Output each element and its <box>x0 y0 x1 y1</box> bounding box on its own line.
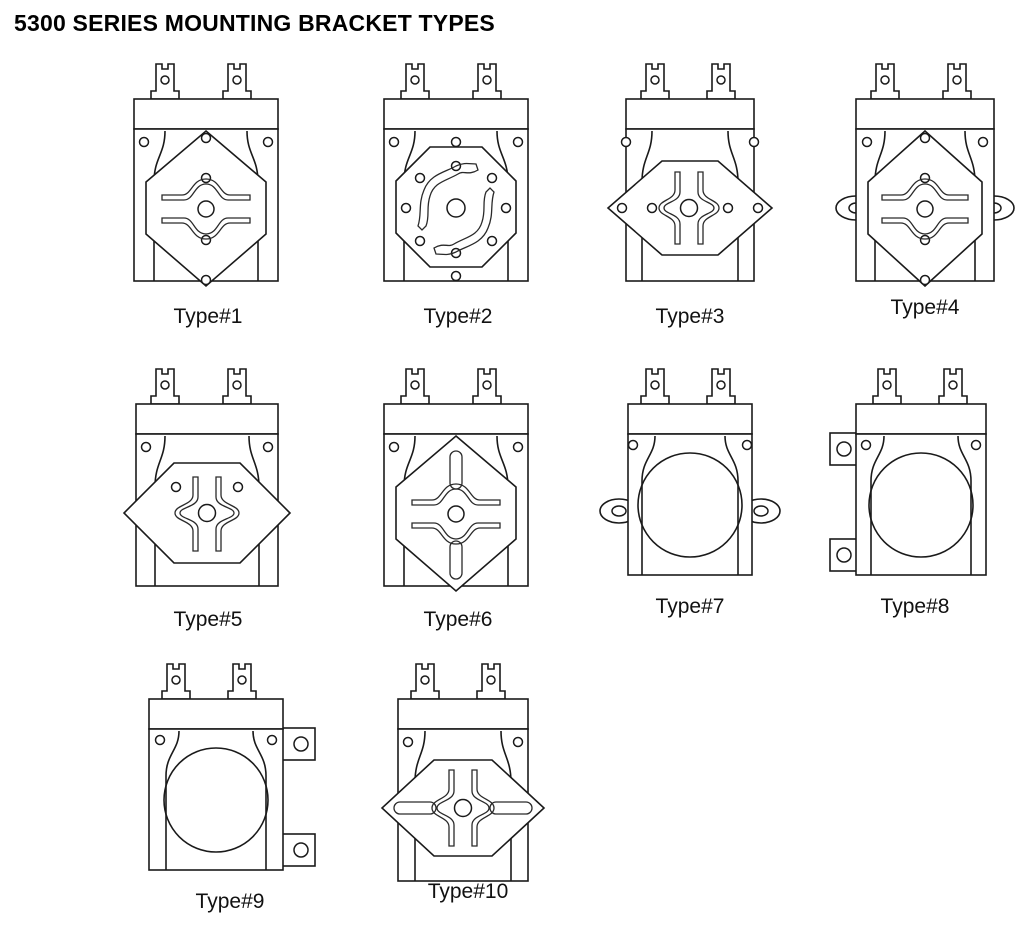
terminals-type-3 <box>640 63 736 100</box>
caption-type-5: Type#5 <box>173 608 243 631</box>
vertical-wavy-slots-type-5 <box>174 476 240 552</box>
caption-type-8: Type#8 <box>880 595 950 618</box>
body-contour-left-type-9 <box>165 730 180 870</box>
cap-band-type-4 <box>855 98 995 130</box>
caption-type-4: Type#4 <box>890 296 960 319</box>
body-contour-right-type-7 <box>724 435 739 575</box>
bracket-drawing-type-8 <box>829 368 987 576</box>
coil-body-type-9 <box>148 728 284 871</box>
caption-type-10: Type#10 <box>427 880 509 903</box>
coil-face-circle-type-7 <box>637 452 743 558</box>
coil-body-type-8 <box>855 433 987 576</box>
bracket-drawing-type-1 <box>133 63 279 288</box>
bracket-drawing-type-10 <box>380 663 546 882</box>
coil-body-type-7 <box>627 433 753 576</box>
coil-face-circle-type-9 <box>163 747 269 853</box>
bracket-cell-type-8: Type#8 <box>820 363 1010 633</box>
bracket-drawing-type-4 <box>835 63 1015 288</box>
terminals-type-9 <box>161 663 257 700</box>
wavy-slots-type-1 <box>161 178 251 240</box>
oval-slot-left-type-10 <box>393 801 437 815</box>
bracket-cell-type-3: Type#3 <box>600 58 780 328</box>
bracket-cell-type-9: Type#9 <box>135 658 325 928</box>
terminals-type-8 <box>872 368 968 405</box>
terminals-type-10 <box>410 663 506 700</box>
body-contour-left-type-8 <box>870 435 885 575</box>
bracket-cell-type-5: Type#5 <box>118 363 298 633</box>
terminals-type-1 <box>150 63 252 100</box>
terminals-type-4 <box>870 63 972 100</box>
cap-band-type-2 <box>383 98 529 130</box>
cap-band-type-6 <box>383 403 529 435</box>
bracket-drawing-type-3 <box>606 63 774 282</box>
bracket-cell-type-2: Type#2 <box>368 58 548 328</box>
vertical-wavy-slots-type-3 <box>658 171 720 245</box>
bracket-drawing-type-7 <box>599 368 781 576</box>
body-contour-right-type-8 <box>957 435 972 575</box>
bracket-cell-type-1: Type#1 <box>118 58 298 328</box>
wavy-slots-type-4 <box>881 178 969 240</box>
oval-slot-bottom-type-6 <box>449 540 463 580</box>
caption-type-7: Type#7 <box>655 595 725 618</box>
caption-type-9: Type#9 <box>195 890 265 913</box>
terminals-type-5 <box>150 368 252 405</box>
bracket-cell-type-7: Type#7 <box>599 363 781 633</box>
bracket-drawing-type-6 <box>383 368 529 593</box>
side-tabs-type-9 <box>280 727 316 867</box>
bracket-drawing-type-5 <box>122 368 292 587</box>
s-curve-slots-type-2 <box>417 162 495 256</box>
bracket-cell-type-6: Type#6 <box>368 363 548 633</box>
caption-type-1: Type#1 <box>173 305 243 328</box>
terminals-type-7 <box>640 368 736 405</box>
bracket-drawing-type-9 <box>148 663 316 871</box>
cap-band-type-7 <box>627 403 753 435</box>
cap-band-type-5 <box>135 403 279 435</box>
caption-type-3: Type#3 <box>655 305 725 328</box>
caption-type-6: Type#6 <box>423 608 493 631</box>
cap-band-type-3 <box>625 98 755 130</box>
body-contour-right-type-9 <box>252 730 267 870</box>
wavy-slots-type-6 <box>411 483 501 545</box>
cap-band-type-8 <box>855 403 987 435</box>
coil-face-circle-type-8 <box>868 452 974 558</box>
bracket-cell-type-10: Type#10 <box>378 658 558 928</box>
caption-type-2: Type#2 <box>423 305 493 328</box>
cap-band-type-9 <box>148 698 284 730</box>
vertical-wavy-slots-type-10 <box>431 769 495 847</box>
oval-slot-right-type-10 <box>489 801 533 815</box>
bracket-cell-type-4: Type#4 <box>830 58 1020 328</box>
body-contour-left-type-7 <box>641 435 656 575</box>
terminals-type-2 <box>400 63 502 100</box>
bracket-drawing-type-2 <box>383 63 529 282</box>
terminals-type-6 <box>400 368 502 405</box>
page-title: 5300 SERIES MOUNTING BRACKET TYPES <box>14 10 495 36</box>
cap-band-type-10 <box>397 698 529 730</box>
cap-band-type-1 <box>133 98 279 130</box>
